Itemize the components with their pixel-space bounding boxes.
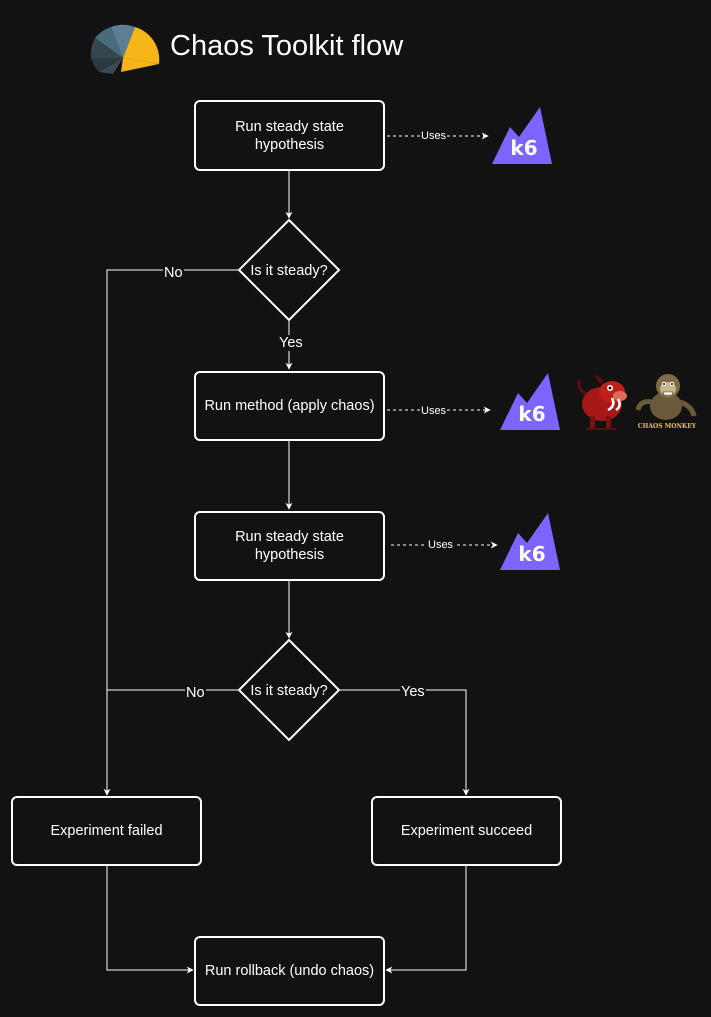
experiment-succeed-label: Experiment succeed	[400, 823, 533, 839]
experiment-failed-node: Experiment failed	[11, 796, 202, 866]
chaos-toolkit-logo-icon	[90, 24, 160, 74]
k6-logo-text-2: k6	[518, 402, 545, 426]
run-method-node: Run method (apply chaos)	[194, 371, 385, 441]
edge-decision1-no-to-failed	[103, 269, 239, 796]
steady-state-hypothesis-node-1: Run steady state hypothesis	[194, 100, 385, 171]
decision-1-diamond	[237, 218, 341, 322]
run-rollback-node: Run rollback (undo chaos)	[194, 936, 385, 1006]
experiment-failed-label: Experiment failed	[50, 823, 163, 839]
no-label-2: No	[185, 685, 206, 701]
run-rollback-label: Run rollback (undo chaos)	[204, 963, 375, 979]
run-method-label: Run method (apply chaos)	[204, 398, 375, 414]
k6-logo-icon-1: k6	[492, 107, 552, 164]
edge-decision2-yes-to-succeed	[339, 689, 470, 796]
chaos-monkey-icon: CHAOS MONKEY	[635, 374, 697, 430]
steady-state-hypothesis-node-2: Run steady state hypothesis	[194, 511, 385, 581]
decision-2-diamond	[237, 638, 341, 742]
edge-failed-to-rollback	[106, 866, 194, 974]
uses-label-1: Uses	[420, 130, 448, 142]
pumba-warthog-icon	[577, 374, 627, 430]
uses-label-2: Uses	[420, 405, 448, 417]
yes-label-1: Yes	[278, 335, 304, 351]
yes-label-2: Yes	[400, 684, 426, 700]
k6-logo-text-1: k6	[510, 136, 537, 160]
steady-state-hypothesis-label-2: Run steady state hypothesis	[235, 529, 344, 563]
edge-succeed-to-rollback	[385, 866, 467, 974]
no-label-1: No	[163, 265, 184, 281]
steady-state-hypothesis-label-1: Run steady state hypothesis	[235, 118, 344, 153]
page-title: Chaos Toolkit flow	[170, 30, 404, 62]
chaos-monkey-caption: CHAOS MONKEY	[638, 423, 697, 430]
k6-logo-icon-3: k6	[500, 513, 560, 570]
experiment-succeed-node: Experiment succeed	[371, 796, 562, 866]
decision-1-label: Is it steady?	[250, 263, 328, 279]
uses-label-3: Uses	[427, 539, 455, 551]
k6-logo-text-3: k6	[518, 542, 545, 566]
k6-logo-icon-2: k6	[500, 373, 560, 430]
decision-2-label: Is it steady?	[250, 683, 328, 699]
